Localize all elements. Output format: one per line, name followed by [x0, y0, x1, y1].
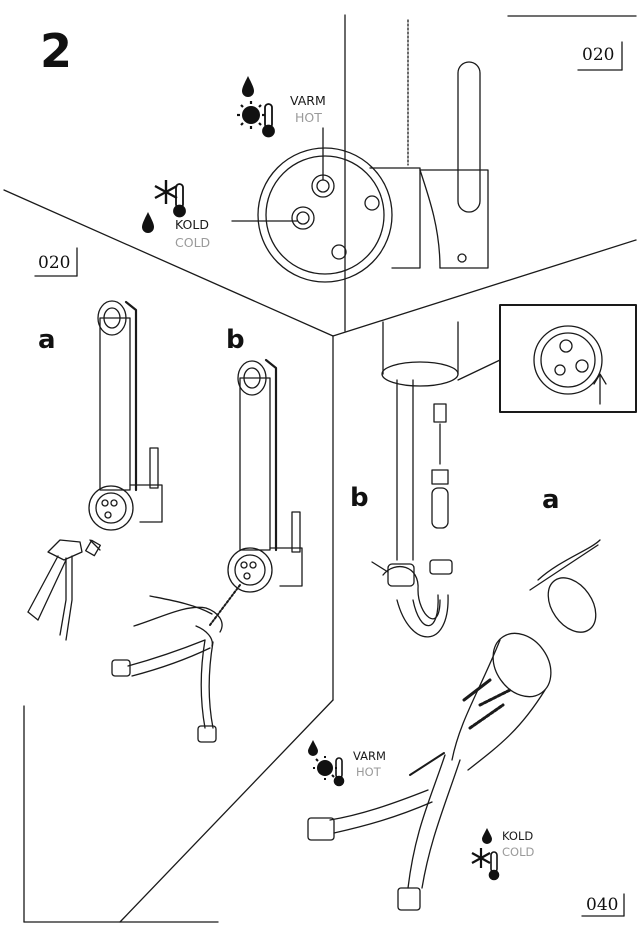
faucet-base-top-view	[231, 19, 489, 283]
sink-pipe-and-trap	[371, 321, 501, 638]
top-hot-sublabel: HOT	[295, 110, 322, 125]
water-drop-icon	[142, 212, 154, 233]
arrow-up-icon	[593, 373, 607, 405]
hand-icon	[133, 595, 223, 647]
variant-b-label-right: b	[350, 483, 369, 513]
drain-inset	[499, 304, 637, 413]
variant-a-label-left: a	[38, 325, 56, 355]
right-cold-label: KOLD	[502, 829, 534, 843]
top-cold-icons	[142, 180, 186, 233]
right-hot-sublabel: HOT	[356, 765, 381, 779]
top-cold-label: KOLD	[175, 217, 209, 232]
pliers-icon	[27, 539, 83, 641]
page-code-bottom-right: 040	[586, 895, 619, 915]
snowflake-icon	[471, 848, 491, 868]
snowflake-icon	[154, 180, 178, 204]
right-cold-icons	[471, 828, 500, 881]
faucet-variant-a	[85, 300, 163, 557]
thermometer-icon	[488, 851, 500, 881]
top-hot-icons	[237, 76, 275, 138]
step-number: 2	[40, 24, 73, 78]
thermometer-icon	[173, 183, 186, 218]
sun-icon	[242, 106, 260, 124]
panel-frame	[3, 14, 637, 923]
faucet-variant-b	[111, 358, 303, 743]
water-drop-icon	[308, 740, 318, 756]
variant-a-label-right: a	[542, 485, 560, 515]
thermometer-icon	[333, 757, 345, 787]
code-brackets	[34, 41, 625, 917]
right-hot-icons	[308, 740, 345, 787]
top-hot-label: VARM	[290, 93, 326, 108]
water-drop-icon	[242, 76, 254, 97]
right-cold-sublabel: COLD	[502, 845, 535, 859]
installed-faucet-hoses	[307, 539, 601, 911]
water-drop-icon	[482, 828, 492, 844]
thermometer-icon	[262, 103, 275, 138]
right-hot-label: VARM	[353, 749, 386, 763]
page-code-top-right: 020	[582, 45, 615, 65]
variant-b-label-left: b	[226, 325, 245, 355]
sun-icon	[317, 760, 333, 776]
page-code-left: 020	[38, 253, 71, 273]
top-cold-sublabel: COLD	[175, 235, 211, 250]
